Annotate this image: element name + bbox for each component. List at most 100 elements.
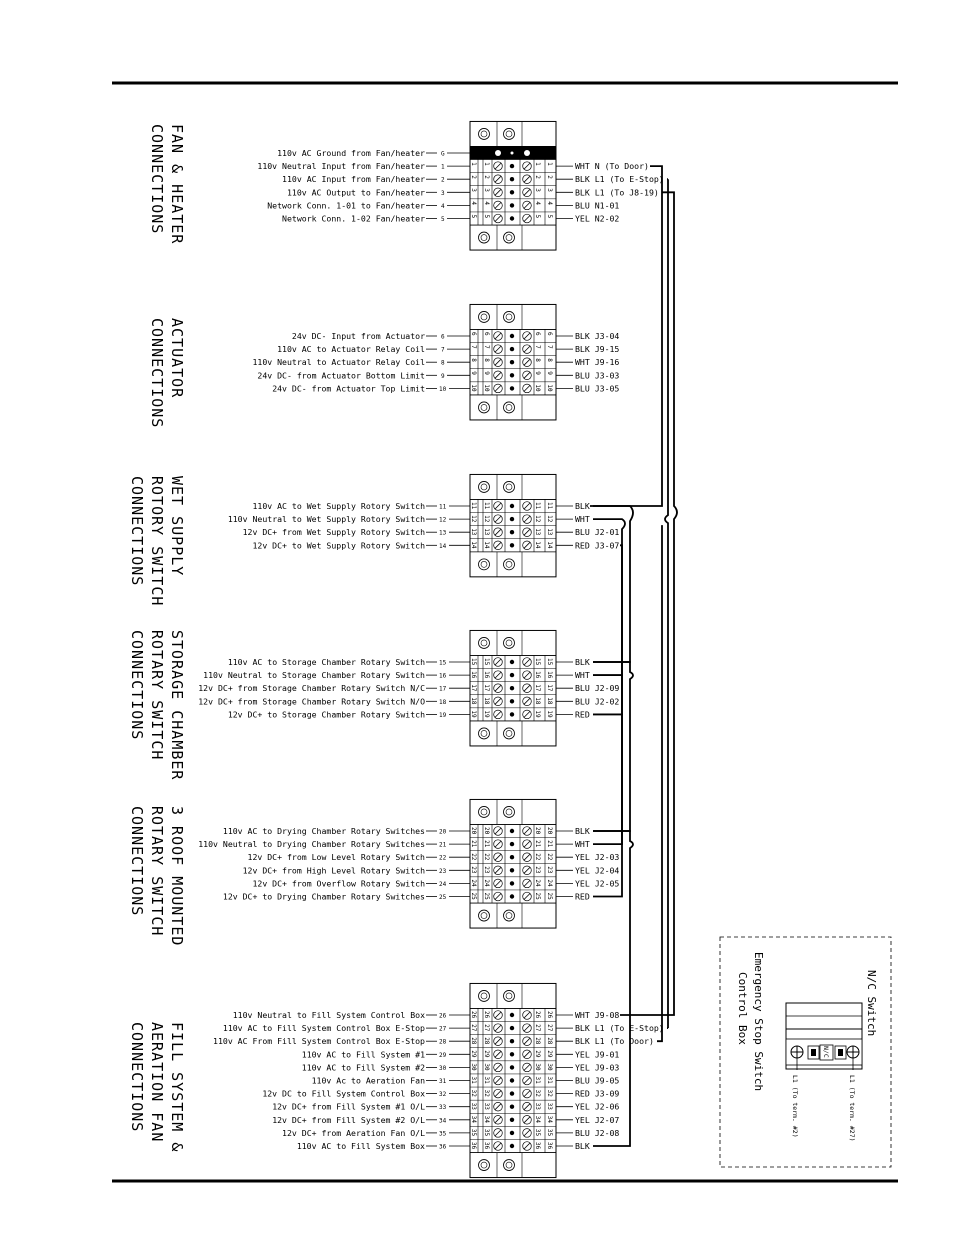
terminal-lead-number: 12 <box>439 517 447 524</box>
terminal-left-label: 110v AC to Wet Supply Rotory Switch <box>252 501 425 511</box>
terminal-clip-icon <box>509 543 515 548</box>
terminal-lead-number: 32 <box>439 1091 447 1098</box>
jumper-wires <box>590 165 678 1147</box>
nc-contact-label: N/C <box>822 1046 830 1058</box>
end-cap-screw-icon <box>478 1159 490 1171</box>
terminal-number: 21 <box>470 840 477 848</box>
terminal-left-label: 12v DC+ from High Level Rotary Switch <box>243 865 425 875</box>
terminal-lead-number: 34 <box>439 1117 447 1124</box>
terminal-number: 21 <box>534 840 541 848</box>
terminal-clip-icon <box>509 1143 515 1149</box>
terminal-right-label: BLK L1 (To E-Stop) <box>575 174 664 184</box>
terminal-number: 17 <box>534 684 541 692</box>
terminal-number: 24 <box>534 879 541 887</box>
terminal-clip-icon <box>509 1104 515 1109</box>
terminal-lead-number: 8 <box>441 360 445 367</box>
terminal-number: 36 <box>546 1142 553 1150</box>
terminal-number: 14 <box>546 541 553 549</box>
section-title-line: ACTUATOR <box>168 318 186 398</box>
jumper-wire-20-to-36 <box>593 830 634 1147</box>
terminal-number: 1 <box>546 162 553 166</box>
terminal-number: 7 <box>546 345 553 349</box>
terminal-right-label: BLU N1-01 <box>575 200 619 210</box>
section-title-line: CONNECTIONS <box>128 1022 146 1132</box>
terminal-right-label: YEL J2-07 <box>575 1115 619 1125</box>
terminal-sections: FAN & HEATER CONNECTIONS 110v AC Ground fr… <box>128 120 664 1179</box>
terminal-right-label: WHT J9-08 <box>575 1010 619 1020</box>
terminal-right-label: BLK L1 (To J8-19) <box>575 187 659 197</box>
terminal-clip-icon <box>509 841 515 847</box>
jumper-wire-e-stop <box>664 179 669 1029</box>
terminal-left-label: 110v Neutral to Actuator Relay Coil <box>252 357 425 367</box>
terminal-number: 5 <box>483 215 490 219</box>
terminal-lead-number: G <box>441 151 445 158</box>
terminal-number: 25 <box>534 893 541 901</box>
terminal-right-label: WHT <box>575 670 590 680</box>
terminal-number: 31 <box>483 1077 490 1085</box>
terminal-number: 36 <box>483 1142 490 1150</box>
terminal-clip-icon <box>509 1025 515 1031</box>
terminal-left-label: 110v Neutral Input from Fan/heater <box>257 161 425 171</box>
terminal-number: 32 <box>470 1090 477 1098</box>
terminal-number: 30 <box>534 1063 541 1071</box>
terminal-number: 2 <box>546 175 553 179</box>
end-cap-screw-icon <box>478 231 490 244</box>
terminal-lead-number: 27 <box>439 1026 447 1033</box>
terminal-number: 12 <box>470 515 477 523</box>
terminal-number: 7 <box>483 345 490 349</box>
terminal-clip-icon <box>509 346 515 352</box>
terminal-number: 24 <box>546 879 553 887</box>
terminal-number: 6 <box>534 332 541 336</box>
terminal-number: 14 <box>534 541 541 549</box>
terminal-clip-icon <box>509 1130 515 1136</box>
terminal-right-label: BLK J9-15 <box>575 344 619 354</box>
terminal-right-label: YEL J2-06 <box>575 1102 619 1112</box>
terminal-lead-number: 15 <box>439 660 447 667</box>
terminal-lead-number: 28 <box>439 1039 447 1046</box>
terminal-number: 6 <box>470 332 477 336</box>
terminal-number: 32 <box>546 1090 553 1098</box>
terminal-right-label: BLU J3-03 <box>575 370 619 380</box>
terminal-left-label: 110v AC to Fill System #2 <box>302 1062 425 1072</box>
terminal-number: 20 <box>470 827 477 835</box>
end-cap-screw-icon <box>478 909 490 922</box>
terminal-clip-icon <box>509 360 515 365</box>
terminal-number: 12 <box>534 515 541 523</box>
terminal-left-label: 110v AC to Drying Chamber Rotary Switche… <box>223 826 425 836</box>
terminal-left-label: 110v AC Input from Fan/heater <box>282 174 425 184</box>
terminal-lead-number: 23 <box>439 868 447 875</box>
terminal-right-label: RED <box>575 709 590 719</box>
terminal-clip-icon <box>509 203 515 208</box>
terminal-number: 28 <box>470 1037 477 1045</box>
terminal-clip-icon <box>509 503 515 509</box>
terminal-lead-number: 29 <box>439 1052 447 1059</box>
terminal-lead-number: 19 <box>439 712 447 719</box>
terminal-lead-number: 31 <box>439 1078 447 1085</box>
terminal-lead-number: 7 <box>441 347 445 354</box>
end-cap-screw-icon <box>478 401 490 414</box>
terminal-number: 32 <box>534 1090 541 1098</box>
terminal-number: 34 <box>534 1116 541 1124</box>
section-title-line: WET SUPPLY <box>168 476 186 576</box>
terminal-left-label: 110v AC to Fill System Box <box>297 1141 425 1151</box>
terminal-number: 11 <box>546 502 553 510</box>
terminal-left-label: 12v DC+ from Fill System #2 O/L <box>272 1115 425 1125</box>
end-cap-screw-icon <box>503 909 515 922</box>
section-title-line: FAN & HEATER <box>168 124 186 244</box>
terminal-lead-number: 35 <box>439 1130 447 1137</box>
terminal-number: 10 <box>470 384 477 392</box>
terminal-number: 15 <box>470 658 477 666</box>
terminal-lead-number: 24 <box>439 881 447 888</box>
